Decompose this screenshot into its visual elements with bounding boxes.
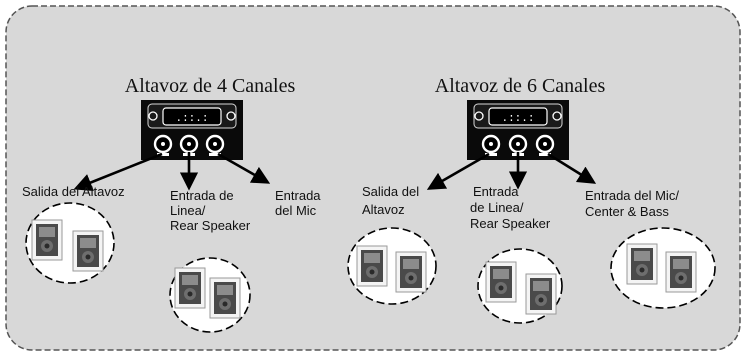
audio-jack-icon	[481, 134, 501, 156]
speaker-group	[347, 227, 437, 305]
speaker-icon	[626, 243, 658, 285]
port-label-speaker-out: Salida del Altavoz	[22, 184, 125, 199]
port-label-line-in: Entrada de Linea/ Rear Speaker	[170, 188, 251, 233]
speaker-group	[169, 257, 251, 333]
audio-jack-icon	[153, 134, 173, 156]
speaker-group	[610, 227, 716, 309]
port-label-speaker-out: Salida del Altavoz	[362, 184, 423, 217]
connection-arrow	[217, 152, 271, 184]
port-label-line-in: Entrada de Linea/ Rear Speaker	[470, 184, 551, 231]
speaker-group	[477, 248, 563, 324]
speaker-icon	[485, 261, 517, 303]
audio-jack-icon	[535, 134, 555, 156]
diagram-6-channels: Altavoz de 6 Canales .::.:	[347, 75, 716, 324]
speaker-icon	[525, 273, 557, 315]
svg-text:.::.:: .::.:	[175, 113, 208, 125]
speaker-icon	[665, 251, 697, 293]
audio-jack-icon	[205, 134, 225, 156]
audio-port-panel-icon: .::.:	[467, 100, 569, 160]
diagram-title: Altavoz de 4 Canales	[125, 75, 296, 97]
connection-arrow	[426, 152, 490, 190]
speaker-icon	[174, 267, 206, 309]
speaker-icon	[395, 251, 427, 293]
port-label-mic-in: Entrada del Mic/ Center & Bass	[585, 188, 683, 219]
speaker-icon	[72, 230, 104, 272]
diagram-4-channels: Altavoz de 4 Canales .::.:	[22, 75, 324, 333]
speaker-icon	[356, 245, 388, 287]
connection-arrow	[547, 152, 597, 184]
speaker-icon	[209, 277, 241, 319]
svg-text:.::.:: .::.:	[501, 113, 534, 125]
audio-port-panel-icon: .::.:	[141, 100, 243, 160]
connection-arrow	[73, 152, 163, 192]
port-label-mic-in: Entrada del Mic	[275, 188, 324, 218]
diagram-title: Altavoz de 6 Canales	[435, 75, 606, 97]
speaker-group	[25, 202, 115, 284]
speaker-icon	[31, 219, 63, 261]
